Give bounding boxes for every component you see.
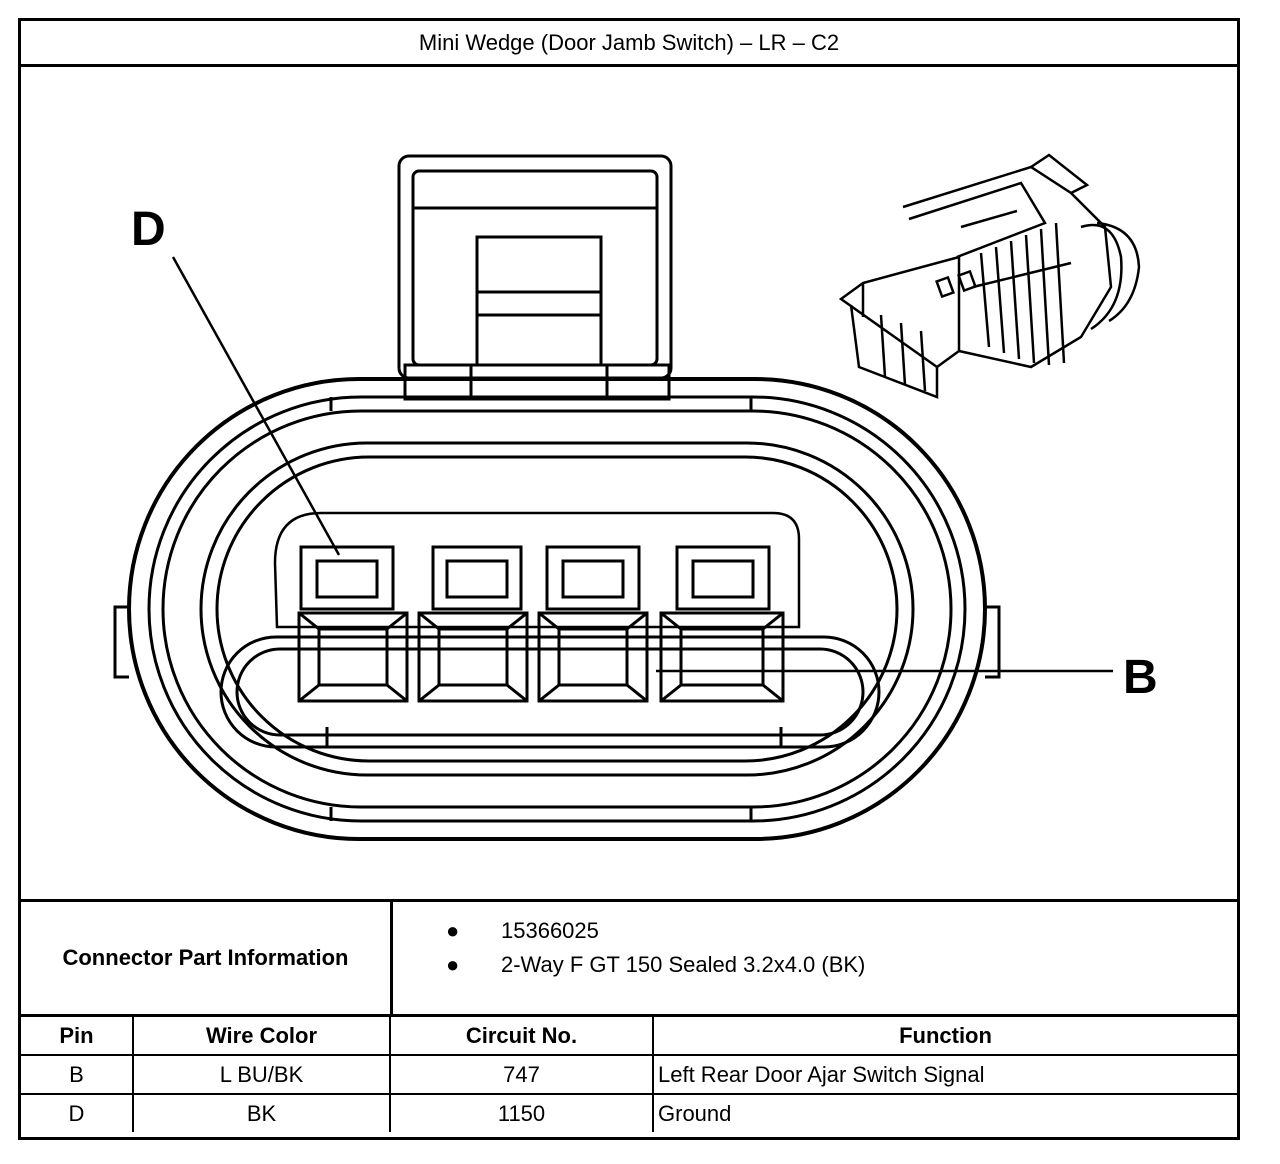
column-header-circuit-no: Circuit No. [389, 1017, 654, 1056]
terminal-2-top [431, 545, 523, 611]
cavity-area [219, 511, 881, 749]
connector-svg: D B [113, 153, 1158, 841]
pin-table: Pin Wire Color Circuit No. Function B L … [21, 1017, 1237, 1132]
cell-function: Left Rear Door Ajar Switch Signal [652, 1054, 1237, 1095]
terminal-3-bottom [537, 611, 649, 703]
terminal-b-bottom [659, 611, 785, 703]
terminal-d-top [299, 545, 395, 611]
cell-function: Ground [652, 1093, 1237, 1132]
connector-illustration [838, 153, 1141, 399]
connector-sheet: Mini Wedge (Door Jamb Switch) – LR – C2 [18, 18, 1240, 1140]
column-header-function: Function [652, 1017, 1237, 1056]
cell-pin: D [21, 1093, 134, 1132]
cell-wire-color: BK [132, 1093, 391, 1132]
cell-circuit-no: 747 [389, 1054, 654, 1095]
terminal-bottom-row [297, 611, 785, 703]
list-item: ● 2-Way F GT 150 Sealed 3.2x4.0 (BK) [446, 948, 865, 982]
bullet-icon: ● [446, 918, 460, 943]
terminal-b-top [675, 545, 771, 611]
cell-wire-color: L BU/BK [132, 1054, 391, 1095]
part-number: 15366025 [501, 918, 599, 943]
connector-face-drawing: D B [21, 67, 1237, 901]
column-header-pin: Pin [21, 1017, 134, 1056]
terminal-3-top [545, 545, 641, 611]
cell-pin: B [21, 1054, 134, 1095]
terminal-top-row [299, 545, 771, 611]
terminal-2-bottom [417, 611, 529, 703]
connector-info-label: Connector Part Information [21, 902, 393, 1014]
table-header-row: Pin Wire Color Circuit No. Function [21, 1017, 1237, 1056]
column-header-wire-color: Wire Color [132, 1017, 391, 1056]
locking-tab [397, 154, 673, 401]
page-title: Mini Wedge (Door Jamb Switch) – LR – C2 [21, 21, 1237, 67]
connector-housing [113, 377, 1001, 841]
pin-label-d: D [131, 203, 166, 256]
connector-info-list: ● 15366025 ● 2-Way F GT 150 Sealed 3.2x4… [446, 914, 865, 982]
leader-line-d [171, 256, 341, 556]
table-row: B L BU/BK 747 Left Rear Door Ajar Switch… [21, 1054, 1237, 1095]
bullet-icon: ● [446, 952, 460, 977]
terminal-d-bottom [297, 611, 409, 703]
list-item: ● 15366025 [446, 914, 865, 948]
connector-description: 2-Way F GT 150 Sealed 3.2x4.0 (BK) [501, 952, 866, 977]
cell-circuit-no: 1150 [389, 1093, 654, 1132]
table-row: D BK 1150 Ground [21, 1093, 1237, 1132]
pin-label-b: B [1123, 651, 1158, 704]
connector-part-information: Connector Part Information ● 15366025 ● … [21, 899, 1237, 1017]
